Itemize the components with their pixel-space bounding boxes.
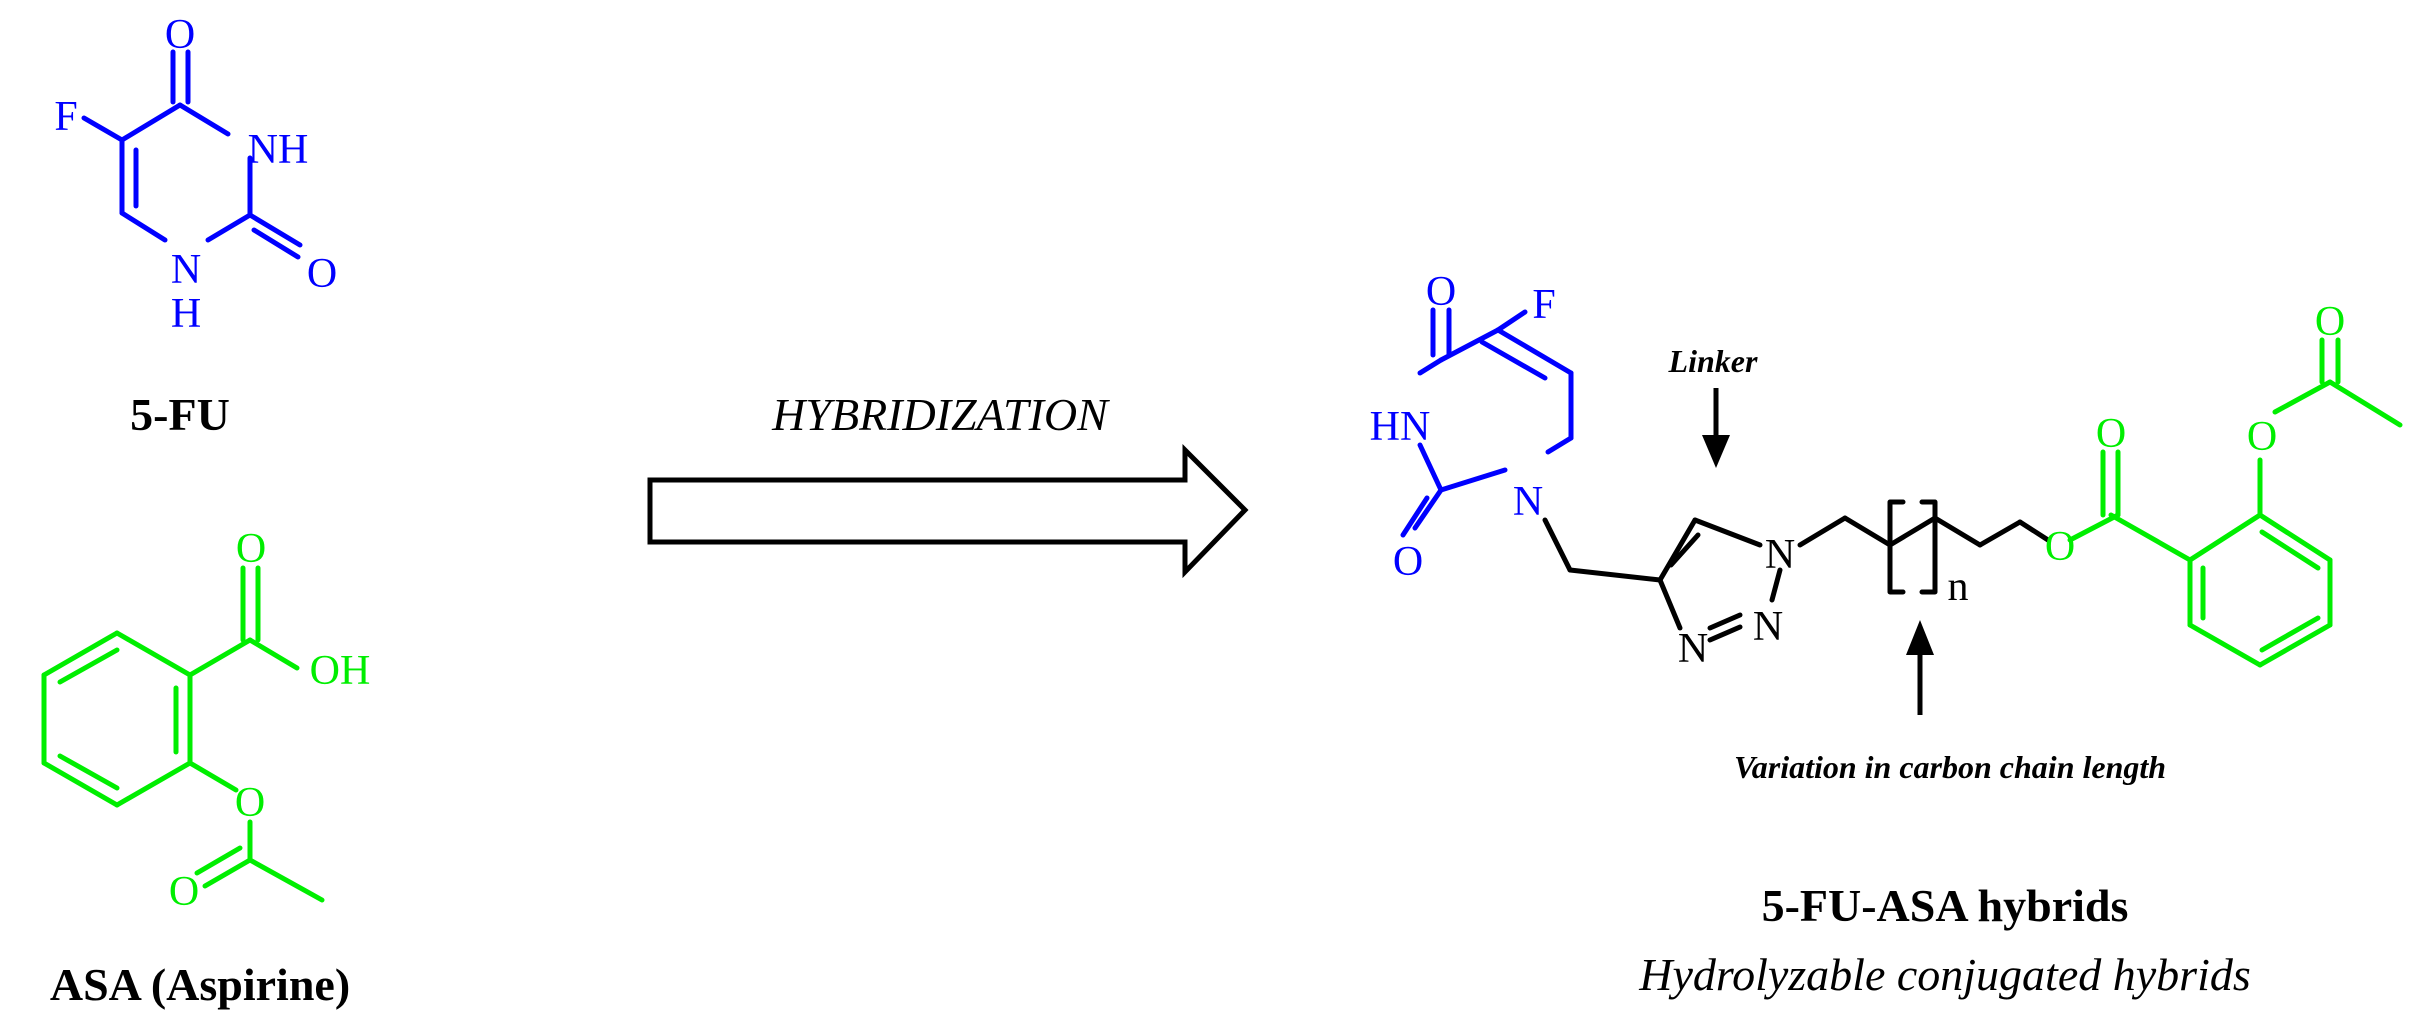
chain-arrow-icon [1906,620,1934,715]
asa-atom-o-ester: O [235,780,265,826]
repeat-unit-n: n [1948,564,1969,610]
asa-atom-o-carbonyl: O [236,526,266,572]
hybrid-atom-o-acetyl-link: O [2247,414,2277,460]
hybrid-name: 5-FU-ASA hybrids [1762,880,2129,931]
fu-atom-f: F [54,94,77,140]
fu-structure: O F NH N H O [54,12,337,337]
linker-arrow-icon [1702,388,1730,468]
fu-atom-nh: NH [248,127,309,173]
asa-structure: O OH O O [41,526,371,915]
asa-name: ASA (Aspirine) [50,959,350,1010]
hybrid-fu-bonds [1400,307,1574,538]
triazole-atom-n3: N [1678,626,1708,672]
fu-atom-o-right: O [307,251,337,297]
hollow-right-arrow-icon [647,443,1249,579]
fu-atom-o-top: O [165,12,195,58]
hybrid-atom-hn: HN [1370,404,1431,450]
hybrid-atom-n1: N [1513,479,1543,525]
hybrid-structure: O F HN N O N N N n [1370,269,2403,785]
hybridization-label: HYBRIDIZATION [771,389,1110,440]
hybrid-atom-o-acetyl: O [2315,299,2345,345]
fu-atom-h: H [171,291,201,337]
chain-annotation: Variation in carbon chain length [1734,749,2166,785]
asa-atom-o-acetyl: O [169,869,199,915]
fu-atom-n: N [171,247,201,293]
asa-atom-oh: OH [310,648,371,694]
hybrid-atom-f: F [1532,282,1555,328]
hybrid-subtitle: Hydrolyzable conjugated hybrids [1638,949,2251,1000]
hybrid-atom-o-ester: O [2045,524,2075,570]
asa-bonds [41,565,325,903]
fu-name: 5-FU [130,389,230,440]
triazole-atom-n2: N [1753,604,1783,650]
hybrid-linker-bonds [1542,499,2051,643]
hybrid-atom-o-carbonyl: O [2096,411,2126,457]
fu-bonds [81,49,303,260]
linker-annotation: Linker [1668,343,1758,379]
hybrid-atom-o-left: O [1393,539,1423,585]
hybrid-asa-bonds [2067,337,2403,668]
triazole-atom-n1: N [1765,532,1795,578]
hybrid-atom-o-top: O [1426,269,1456,315]
